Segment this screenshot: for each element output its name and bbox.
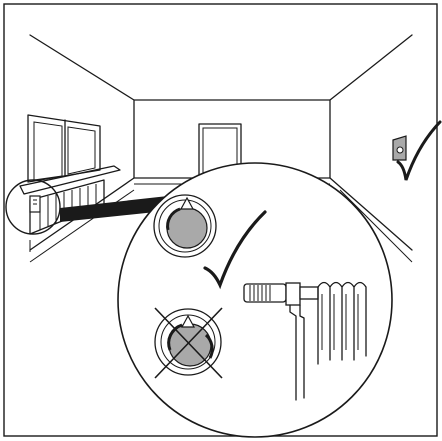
pipe-left	[289, 304, 297, 401]
wall-thermostat	[392, 120, 442, 181]
window-pane-right	[67, 126, 96, 175]
window-frame	[27, 114, 101, 183]
checkmark-icon	[203, 210, 267, 290]
valve-body	[285, 282, 301, 306]
window-sill	[19, 165, 121, 195]
window	[19, 114, 121, 195]
thermostat-dial	[396, 146, 404, 154]
valve-connector	[299, 286, 319, 300]
right-skirting	[339, 189, 413, 263]
magnifier-beam	[60, 196, 175, 222]
small-magnifier-circle	[5, 179, 61, 235]
dial-scale-arc-right	[204, 333, 214, 359]
dial-indicator-triangle	[179, 196, 195, 210]
dial-scale-arc	[167, 323, 183, 351]
window-pane-left	[33, 121, 63, 181]
valve-radiator-detail	[243, 281, 367, 401]
dial-correct	[153, 194, 217, 258]
valve-grip-lines	[249, 285, 271, 301]
detail-circle	[117, 162, 393, 438]
valve-highlight	[5, 179, 61, 235]
pipe-right	[299, 304, 305, 399]
dial-scale-arc	[166, 207, 181, 231]
cross-icon	[154, 307, 223, 379]
radiator-icon	[317, 281, 367, 361]
right-wall-edges	[329, 34, 413, 251]
dial-indicator-triangle	[180, 314, 196, 328]
door-frame	[198, 123, 242, 179]
door-inner	[202, 127, 238, 178]
back-door	[198, 123, 242, 179]
checkmark-icon-wall	[396, 120, 442, 181]
dial-incorrect	[154, 307, 223, 379]
